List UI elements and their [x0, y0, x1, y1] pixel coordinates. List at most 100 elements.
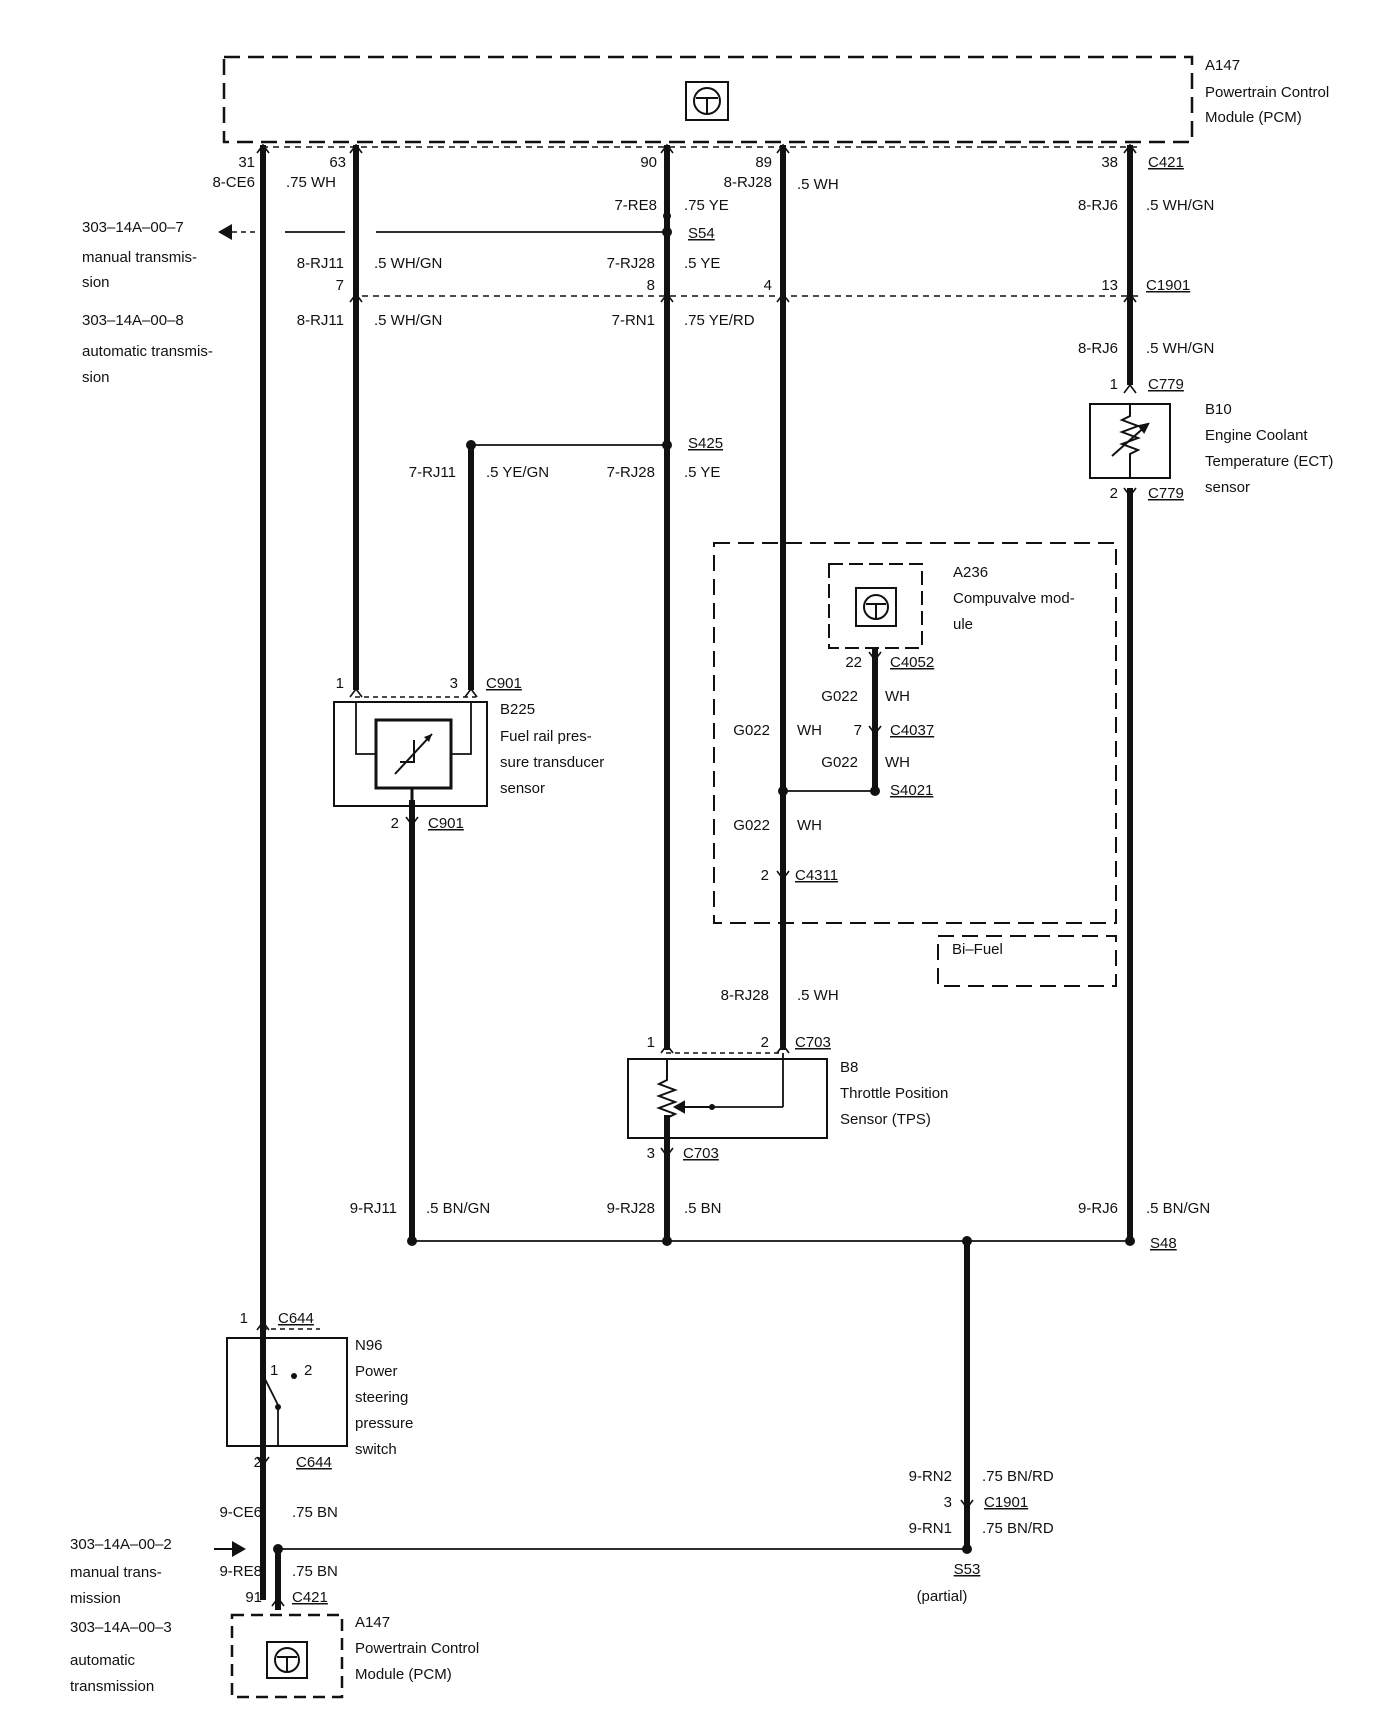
thin-wires: [278, 231, 1130, 1550]
wire-label: 8-CE6: [212, 174, 255, 191]
ect-pin2: 2: [1110, 485, 1118, 502]
wire-label: 9-RJ28: [607, 1200, 655, 1217]
ref-line: automatic: [70, 1652, 136, 1669]
wire-label: .75 WH: [286, 174, 336, 191]
splice-s4021-left: [778, 786, 788, 796]
fuel-rail-pin3: 3: [450, 675, 458, 692]
compuvalve-id: A236: [953, 564, 988, 581]
splice-s48: [1125, 1236, 1135, 1246]
ref-code: 303–14A–00–2: [70, 1536, 172, 1553]
psp-c644a: C644: [278, 1310, 314, 1327]
pcm-bottom-line2: Module (PCM): [355, 1666, 452, 1683]
ect-c779a: C779: [1148, 376, 1184, 393]
ref-line: mission: [70, 1590, 121, 1607]
psp-pin1: 1: [240, 1310, 248, 1327]
compuvalve-c4037: C4037: [890, 722, 934, 739]
compuvalve-pin2: 2: [761, 867, 769, 884]
wire-label: 8-RJ6: [1078, 197, 1118, 214]
wire-label: .5 WH/GN: [374, 312, 442, 329]
splice-ground-s53: [962, 1236, 972, 1246]
splice-s53-label: S53: [954, 1561, 981, 1578]
psp-switch: [226, 1337, 348, 1447]
psp-switch-1: 1: [270, 1362, 278, 1379]
fuel-rail-sensor: [333, 701, 488, 807]
splice-manual-trans: [273, 1544, 283, 1554]
ref-line: transmission: [70, 1678, 154, 1695]
tps-line1: Throttle Position: [840, 1085, 948, 1102]
wire-label: 9-RJ11: [350, 1200, 397, 1217]
wire-label: .75 YE: [684, 197, 729, 214]
psp-line3: pressure: [355, 1415, 413, 1432]
pin-38: 38: [1101, 154, 1118, 171]
wire-label: WH: [797, 722, 822, 739]
ect-sensor: [1089, 403, 1171, 479]
fuel-rail-c901a: C901: [486, 675, 522, 692]
wire-label: WH: [797, 817, 822, 834]
wire-label: .75 YE/RD: [684, 312, 755, 329]
ect-line1: Engine Coolant: [1205, 427, 1308, 444]
tps-pin2: 2: [761, 1034, 769, 1051]
splice-s4021: [870, 786, 880, 796]
splice-s54-label: S54: [688, 225, 715, 242]
wire-label: 9-CE6: [219, 1504, 262, 1521]
tps-id: B8: [840, 1059, 858, 1076]
tps-pin1: 1: [647, 1034, 655, 1051]
splice-s54: [662, 227, 672, 237]
wire-label: .5 YE/GN: [486, 464, 549, 481]
pin-7: 7: [336, 277, 344, 294]
switch-icon: [262, 1338, 279, 1446]
connector-c1901: C1901: [1146, 277, 1190, 294]
pcm-top-id: A147: [1205, 57, 1240, 74]
compuvalve-pin22: 22: [845, 654, 862, 671]
wire-label: 8-RJ28: [724, 174, 772, 191]
tps-c703a: C703: [795, 1034, 831, 1051]
pcm-top-line2: Module (PCM): [1205, 109, 1302, 126]
wire-label: .75 BN/RD: [982, 1520, 1054, 1537]
psp-switch-2: 2: [304, 1362, 312, 1379]
wire-label: 8-RJ28: [721, 987, 769, 1004]
wire-label: 7-RJ11: [409, 464, 456, 481]
ref-line: sion: [82, 274, 110, 291]
compuvalve-c4052: C4052: [890, 654, 934, 671]
potentiometer-icon: [656, 1059, 712, 1138]
ect-pin1: 1: [1110, 376, 1118, 393]
psp-line1: Power: [355, 1363, 398, 1380]
fuel-rail-pin1: 1: [336, 675, 344, 692]
wires: [260, 145, 1133, 1610]
fuel-rail-line2: sure transducer: [500, 754, 604, 771]
bifuel-label: Bi–Fuel: [952, 941, 1003, 958]
compuvalve-c4311: C4311: [795, 867, 838, 884]
pin-4: 4: [764, 277, 772, 294]
wire-label: .75 BN: [292, 1563, 338, 1580]
tps-sensor: [627, 1058, 828, 1139]
pin-31: 31: [238, 154, 255, 171]
connector-c421-top: C421: [1148, 154, 1184, 171]
wire-label: .75 BN: [292, 1504, 338, 1521]
pin-13: 13: [1101, 277, 1118, 294]
pcm-bottom-id: A147: [355, 1614, 390, 1631]
pin-89: 89: [755, 154, 772, 171]
splice-s425: [662, 440, 672, 450]
wire-label: 8-RJ11: [297, 255, 344, 272]
compuvalve-module: [828, 563, 923, 649]
pin-8: 8: [647, 277, 655, 294]
wire-label: 7-RN1: [612, 312, 655, 329]
compuvalve-line2: ule: [953, 616, 973, 633]
control-module-icon: [855, 587, 897, 627]
wire-label: G022: [821, 688, 858, 705]
psp-line4: switch: [355, 1441, 397, 1458]
ref-code: 303–14A–00–7: [82, 219, 184, 236]
psp-c644b: C644: [296, 1454, 332, 1471]
splice-ground-mid: [662, 1236, 672, 1246]
splice-s53: [962, 1544, 972, 1554]
pressure-transducer-icon: [374, 718, 453, 790]
connector-forks: [256, 143, 1137, 1607]
pcm-bottom-box: [230, 1613, 344, 1699]
compuvalve-s4021: S4021: [890, 782, 933, 799]
compuvalve-box: [713, 542, 1117, 924]
wire-label: .5 WH/GN: [374, 255, 442, 272]
pin-90: 90: [640, 154, 657, 171]
connector-c1901-bottom: C1901: [984, 1494, 1028, 1511]
wire-label: 7-RJ28: [607, 464, 655, 481]
